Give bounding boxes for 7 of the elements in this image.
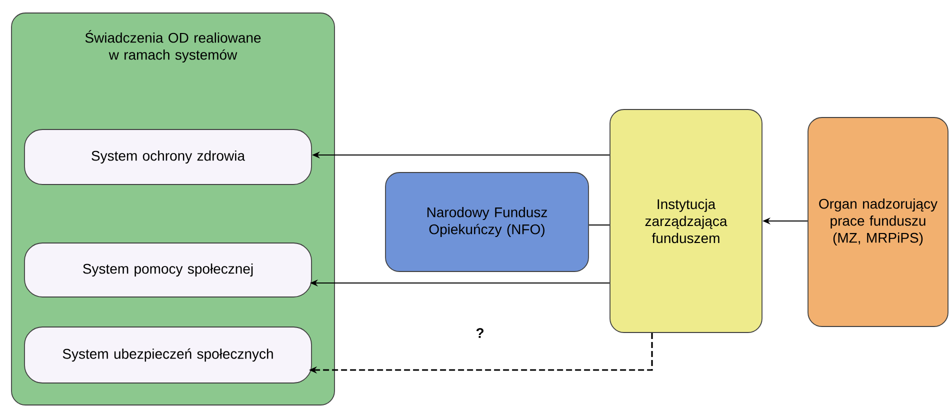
system-box: System ubezpieczeń społecznych [24, 326, 312, 384]
edge-label: ? [474, 326, 486, 340]
fund-box: Narodowy Fundusz Opiekuńczy (NFO) [385, 172, 589, 272]
institution-box: Instytucja zarządzająca funduszem [610, 109, 762, 333]
supervisor-box: Organ nadzorujący prace funduszu (MZ, MRPiPS) [808, 117, 948, 327]
system-box: System ochrony zdrowia [24, 129, 312, 185]
system-box: System pomocy społecznej [24, 242, 312, 298]
